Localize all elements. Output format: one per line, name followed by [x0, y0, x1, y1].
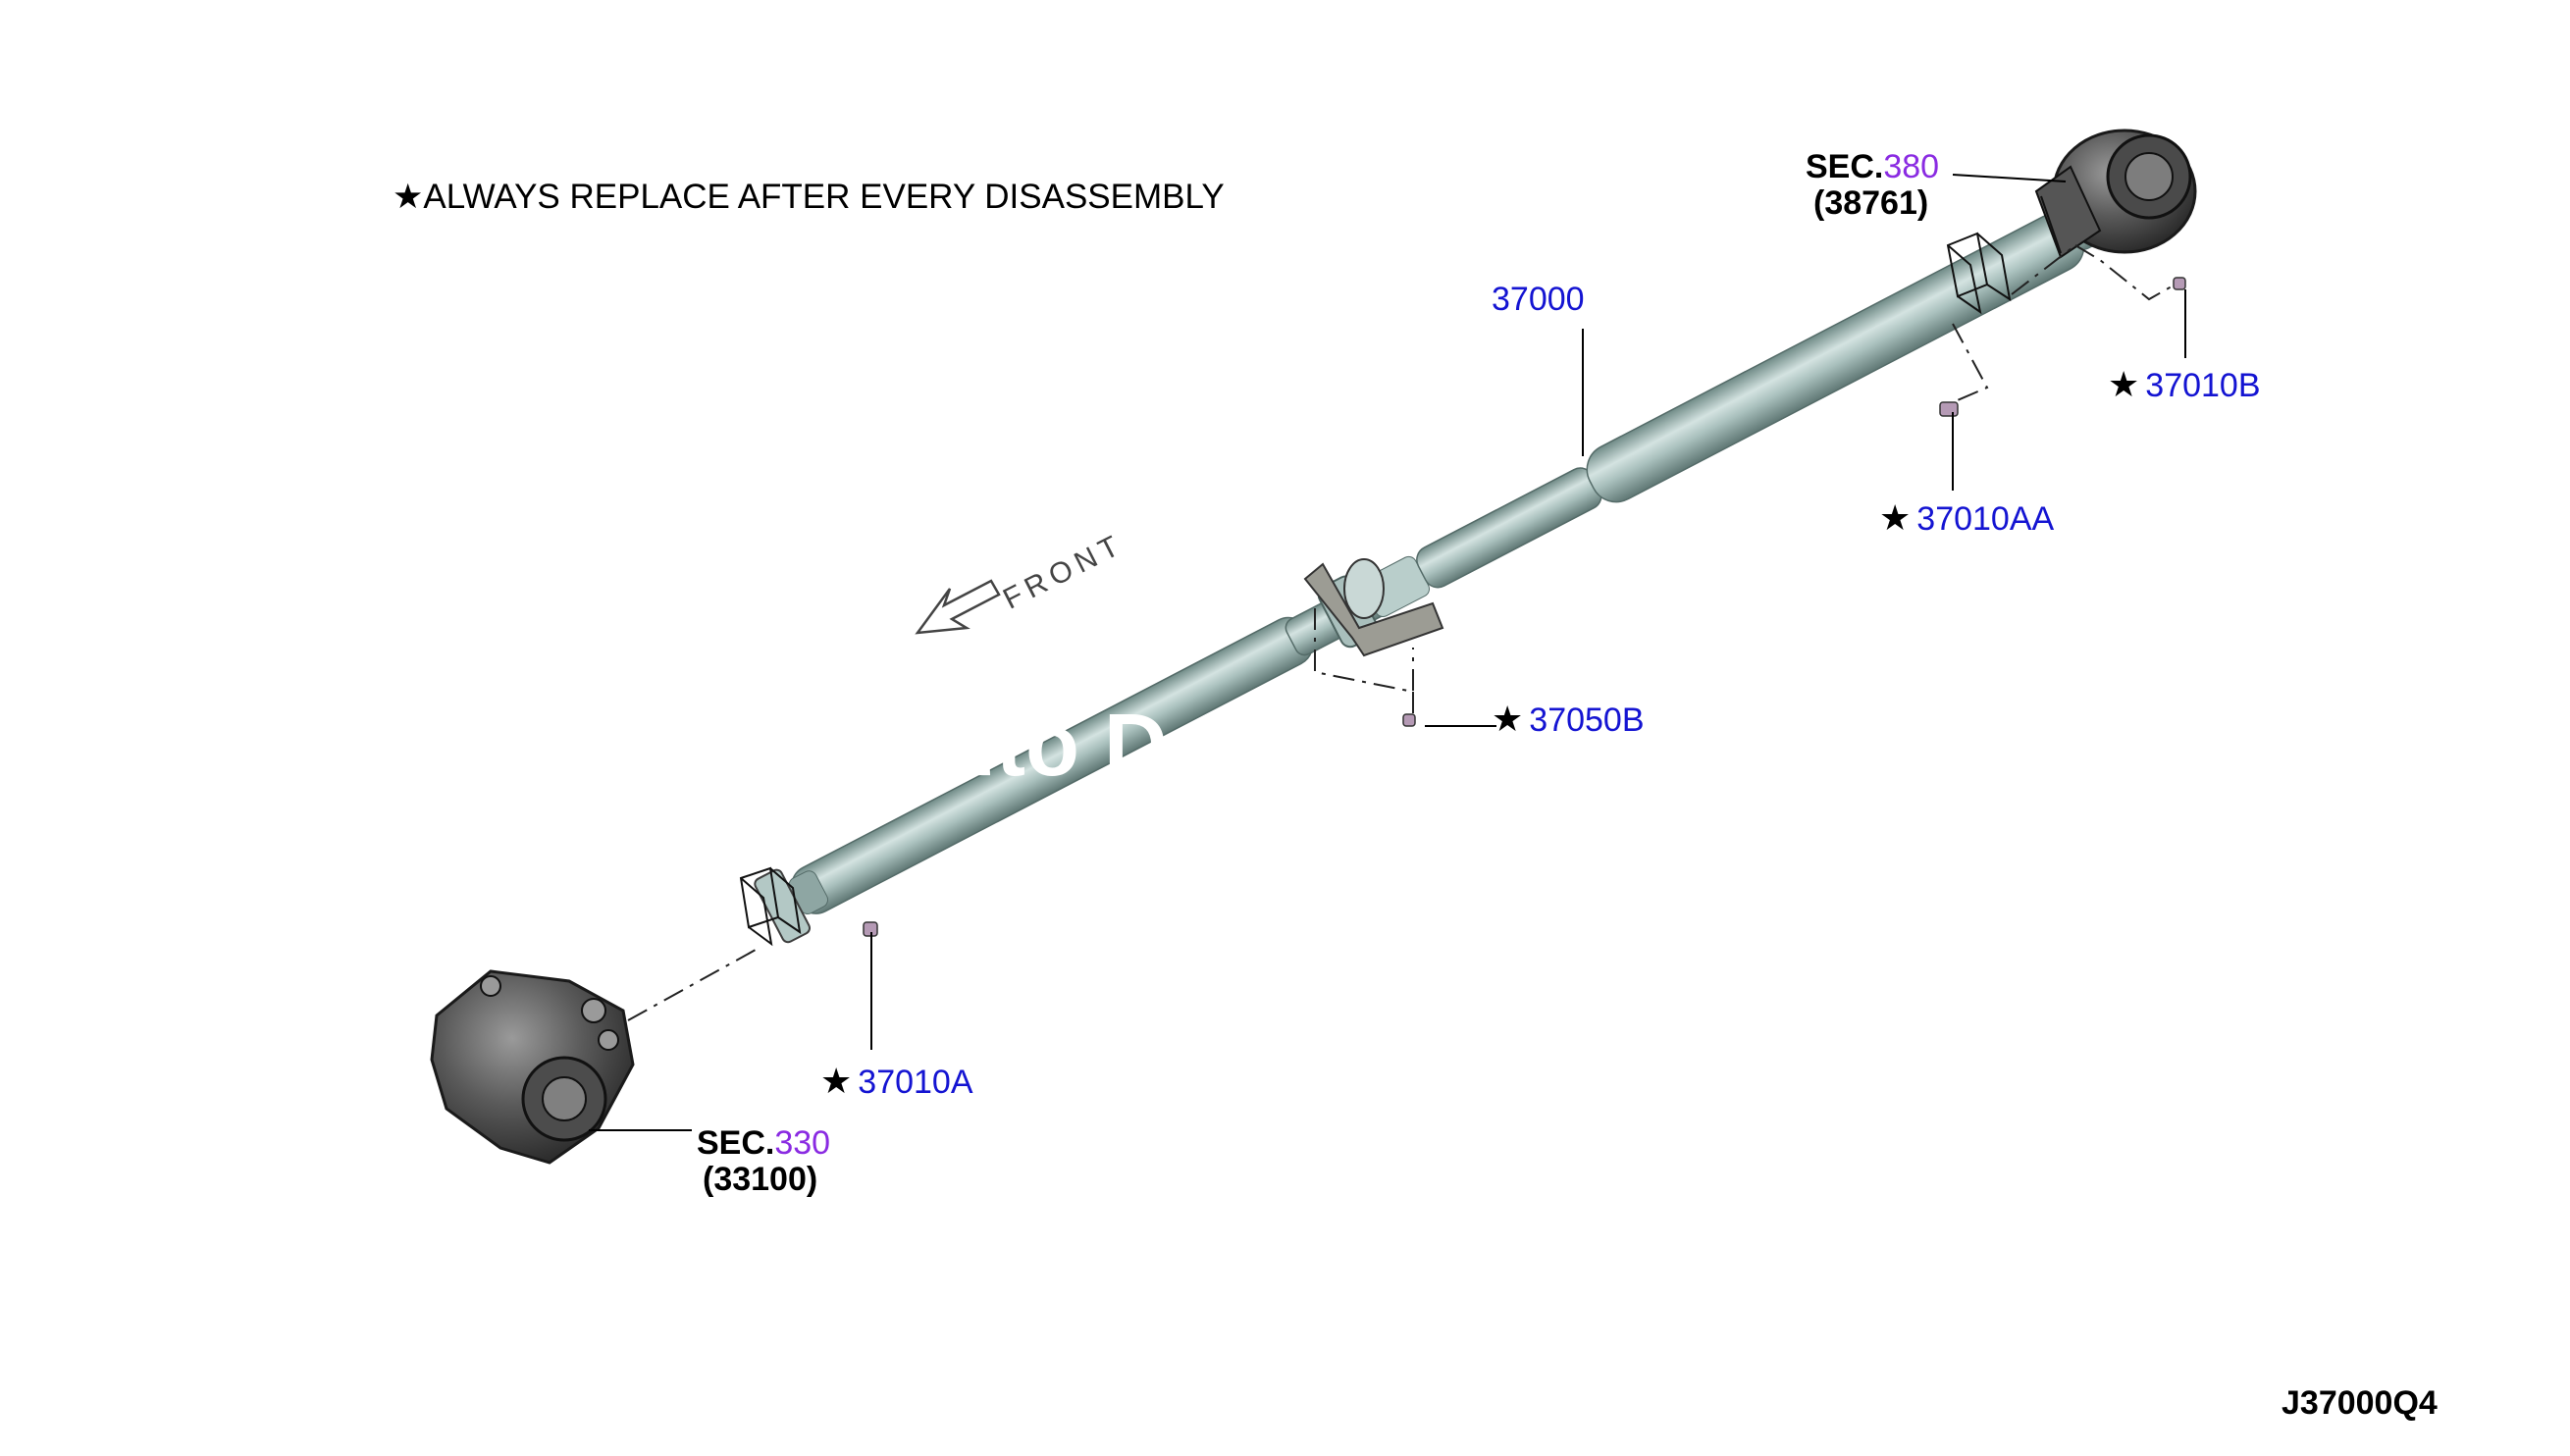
section-ref-front: SEC.330: [697, 1126, 830, 1160]
leader-lines: [589, 174, 2186, 1131]
rear-flange-outline: [1946, 232, 2012, 315]
callout-37010b: ★37010B: [2108, 364, 2261, 404]
part-number-37010a: 37010A: [858, 1064, 973, 1101]
section-sub-rear: (38761): [1813, 184, 1929, 222]
front-flange-outline: [739, 866, 802, 947]
callout-37050b: ★37050B: [1492, 699, 1645, 739]
star-icon: ★: [820, 1061, 853, 1101]
replace-note: ★ALWAYS REPLACE AFTER EVERY DISASSEMBLY: [393, 180, 1225, 214]
rear-differential-housing: [2034, 129, 2197, 259]
center-bearing-bracket: [1303, 558, 1444, 657]
star-icon: ★: [1879, 497, 1912, 538]
figure-code: J37000Q4: [2282, 1384, 2438, 1422]
part-number-37010b: 37010B: [2145, 367, 2261, 404]
section-ref-rear: SEC.380: [1806, 150, 1939, 183]
star-icon: ★: [393, 178, 424, 216]
star-icon: ★: [2108, 364, 2140, 404]
section-prefix: SEC.: [1806, 148, 1884, 185]
section-prefix: SEC.: [697, 1124, 775, 1162]
front-arrow-icon: [915, 579, 1001, 635]
part-number-37050b: 37050B: [1529, 702, 1645, 739]
section-number: 380: [1883, 148, 1940, 185]
watermark: uto D: [942, 697, 1168, 795]
front-transfer-housing: [430, 969, 635, 1165]
star-icon: ★: [1492, 699, 1524, 739]
part-number-37010aa: 37010AA: [1916, 500, 2055, 538]
propeller-shaft: [754, 157, 2177, 944]
replace-note-text: ALWAYS REPLACE AFTER EVERY DISASSEMBLY: [423, 178, 1225, 216]
callout-37010a: ★37010A: [820, 1061, 973, 1101]
centerlines: [627, 244, 2179, 1021]
section-sub-front: (33100): [703, 1161, 818, 1198]
bolt-icons: [863, 277, 2186, 937]
section-number: 330: [774, 1124, 831, 1162]
callout-37010aa: ★37010AA: [1879, 497, 2055, 538]
part-number-37000: 37000: [1492, 281, 1585, 318]
